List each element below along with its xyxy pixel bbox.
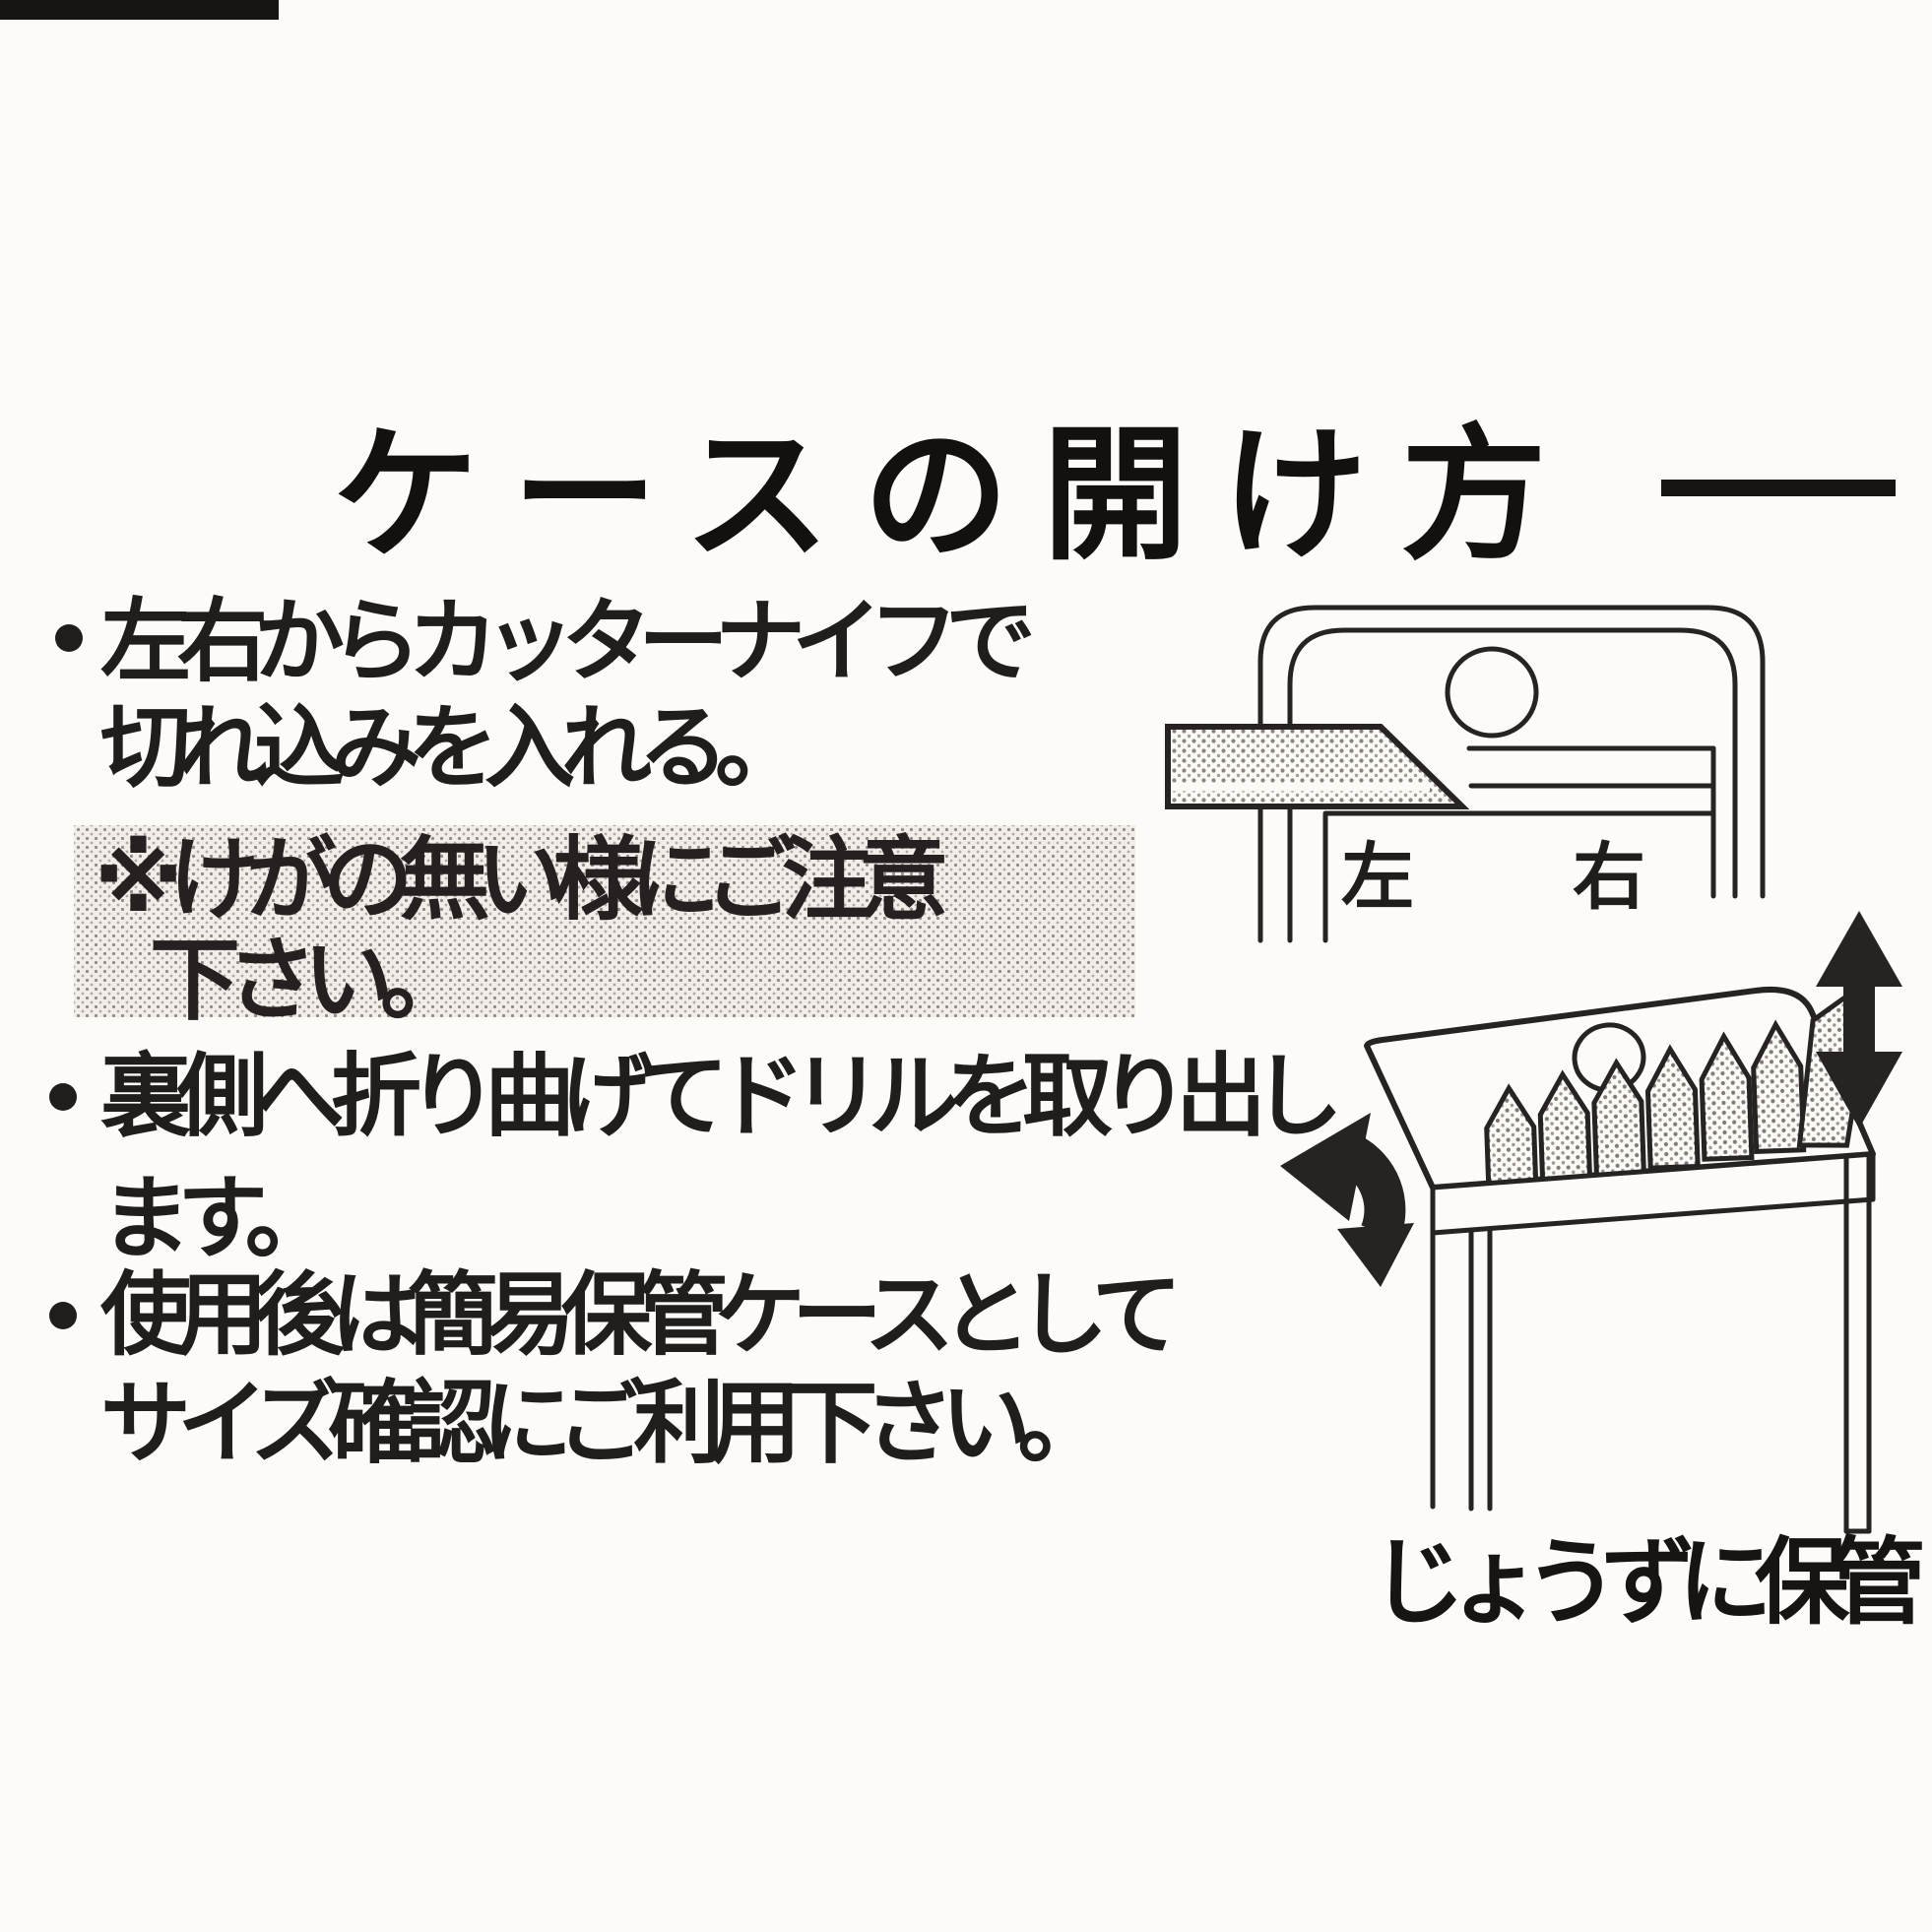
note-line: ※けがの無い様にご注意 [95, 830, 949, 931]
label-right: 右 [1573, 836, 1645, 918]
label-left: 左 [1341, 836, 1414, 918]
cut-slot [1322, 745, 1716, 816]
instruction-line: サイズ確認にご利用下さい。 [100, 1374, 1108, 1474]
cutter-blade [1165, 724, 1470, 809]
bullet-dot [49, 1083, 77, 1111]
bullet-dot [49, 1302, 77, 1329]
instruction-line: 左右からカッターナイフで [100, 592, 1036, 692]
instruction-line: 使用後は簡易保管ケースとして [100, 1265, 1183, 1366]
storage-caption: じょうずに保管 [1371, 1530, 1926, 1636]
up-down-arrow-icon [1816, 911, 1902, 1128]
title-rule-right [1661, 480, 1896, 496]
hang-hole [1445, 646, 1539, 739]
instruction-line: 裏側へ折り曲げてドリルを取り出し [100, 1047, 1343, 1147]
card-outline [1257, 605, 1766, 943]
fold-arrow-icon [1280, 1113, 1414, 1287]
instruction-line: 切れ込みを入れる。 [100, 698, 805, 799]
instruction-line: ます。 [100, 1169, 336, 1269]
case-body [1430, 1151, 1872, 1534]
title-rule-left [0, 0, 279, 20]
note-box [74, 825, 1135, 1017]
page-title: ケースの開け方 [333, 415, 1580, 577]
storage-diagram [1280, 911, 1902, 1534]
case-cut-diagram: 左 右 [1165, 605, 1766, 943]
bullet-dot [55, 624, 83, 652]
note-line: 下さい。 [150, 931, 471, 1031]
